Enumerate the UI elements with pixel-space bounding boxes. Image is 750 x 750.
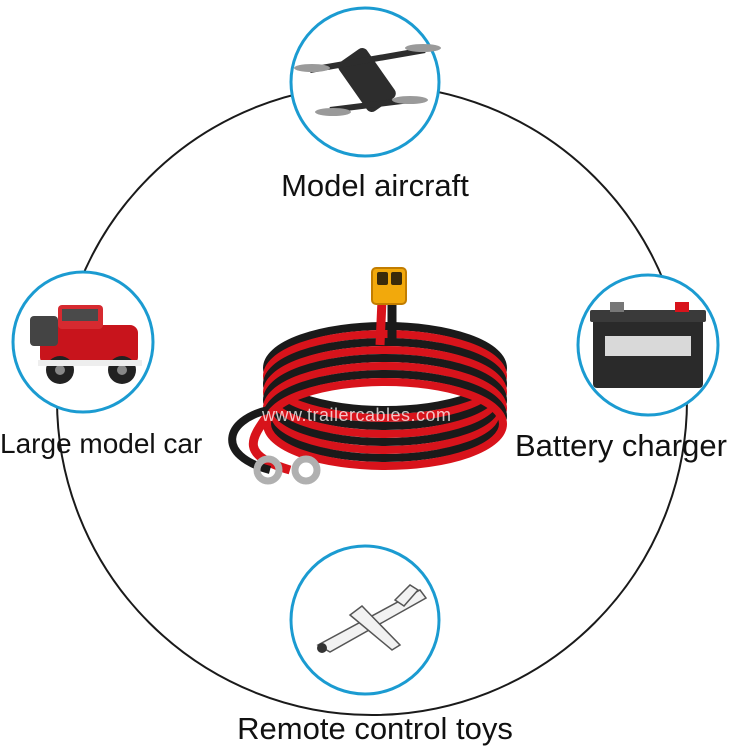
ring-terminal-1	[253, 455, 283, 485]
badge-model-aircraft	[289, 6, 441, 158]
badge-large-model-car	[11, 270, 155, 414]
rc-plane-icon	[316, 584, 428, 653]
cable-coil	[263, 322, 507, 470]
toy-car-icon	[30, 305, 142, 384]
label-large-model-car: Large model car	[0, 428, 203, 459]
label-remote-control-toys: Remote control toys	[237, 711, 513, 746]
watermark-text: www.trailercables.com	[262, 405, 452, 425]
label-model-aircraft: Model aircraft	[281, 168, 469, 203]
xt-connector	[371, 267, 407, 305]
drone-icon	[294, 44, 441, 116]
badge-remote-control-toys	[289, 544, 441, 696]
cable-lead-red	[375, 299, 387, 346]
label-battery-charger: Battery charger	[515, 428, 727, 463]
ring-terminal-2	[291, 455, 321, 485]
badge-battery-charger	[576, 273, 720, 417]
battery-icon	[590, 302, 706, 388]
terminal-lead-black	[228, 406, 272, 474]
